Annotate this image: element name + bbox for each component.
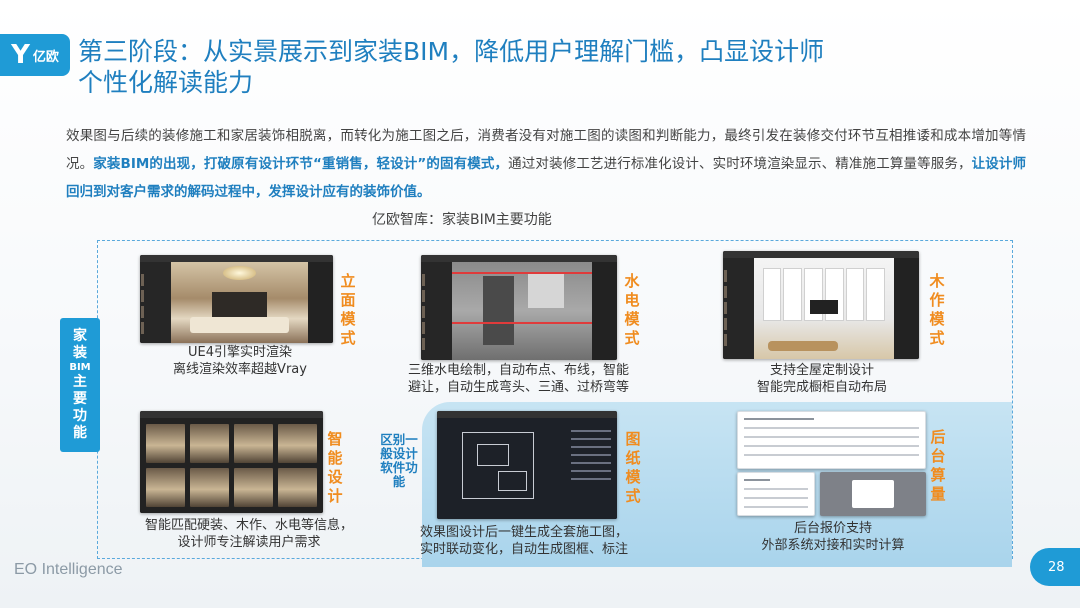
side-label-char: 主 xyxy=(73,374,87,390)
distinction-label: 区别一般设计软件功能 xyxy=(380,432,418,489)
plumbing-mode-screenshot xyxy=(421,255,617,360)
intro-part-1: 效果图与后续的装修施工和家居装饰相脱离，而转化为施工图之后，消费者没有对施工图的… xyxy=(66,128,1026,172)
desc-line: 支持全屋定制设计 xyxy=(769,363,874,378)
intro-part-3: 通过对装修工艺进行标准化设计、实时环境渲染显示、精准施工算量等服务， xyxy=(508,156,972,172)
woodwork-mode-desc: 支持全屋定制设计 智能完成橱柜自动布局 xyxy=(734,362,910,396)
elevation-mode-screenshot xyxy=(140,255,333,343)
side-label-char: 装 xyxy=(73,345,87,361)
intro-paragraph: 效果图与后续的装修施工和家居装饰相脱离，而转化为施工图之后，消费者没有对施工图的… xyxy=(66,122,1026,206)
plumbing-mode-label: 水电模式 xyxy=(624,272,640,347)
elevation-mode-label: 立面模式 xyxy=(340,272,356,347)
desc-line: 后台报价支持 xyxy=(793,521,872,536)
woodwork-mode-screenshot xyxy=(723,251,919,359)
backend-calc-label: 后台算量 xyxy=(930,428,946,503)
drawing-mode-desc: 效果图设计后一键生成全套施工图， 实时联动变化，自动生成图框、标注 xyxy=(420,524,668,558)
plumbing-mode-desc: 三维水电绘制，自动布点、布线，智能 避让，自动生成弯头、三通、过桥弯等 xyxy=(408,362,684,396)
desc-line: 设计师专注解读用户需求 xyxy=(177,535,321,550)
desc-line: 智能匹配硬装、木作、水电等信息， xyxy=(144,518,353,533)
drawing-mode-screenshot xyxy=(437,411,617,519)
desc-line: 避让，自动生成弯头、三通、过桥弯等 xyxy=(408,380,630,395)
footer-brand: EO Intelligence xyxy=(14,561,123,578)
intro-highlight-2: 让设计师回归到对客户需求的解码过程中，发挥设计应有的装饰价值。 xyxy=(66,156,1027,200)
desc-line: 外部系统对接和实时计算 xyxy=(761,538,905,553)
side-label-char: 功 xyxy=(73,408,87,424)
smart-design-desc: 智能匹配硬装、木作、水电等信息， 设计师专注解读用户需求 xyxy=(118,517,380,551)
logo-text: 亿欧 xyxy=(32,49,59,65)
side-label: 家 装 BIM 主 要 功 能 xyxy=(60,318,100,452)
brand-logo: Y 亿欧 xyxy=(0,34,70,76)
desc-line: 三维水电绘制，自动布点、布线，智能 xyxy=(408,363,630,378)
diagram-caption: 亿欧智库：家装BIM主要功能 xyxy=(372,212,552,228)
logo-y-icon: Y xyxy=(11,40,30,70)
side-label-char: 要 xyxy=(73,391,87,407)
side-label-bim: BIM xyxy=(69,362,91,373)
elevation-mode-desc: UE4引擎实时渲染 离线渲染效率超越Vray xyxy=(140,344,340,378)
desc-line: 智能完成橱柜自动布局 xyxy=(756,380,887,395)
intro-highlight-1: 家装BIM的出现，打破原有设计环节“重销售，轻设计”的固有模式， xyxy=(93,156,509,172)
drawing-mode-label: 图纸模式 xyxy=(625,430,641,505)
desc-line: 实时联动变化，自动生成图框、标注 xyxy=(420,542,629,557)
side-label-char: 能 xyxy=(73,425,87,441)
page-number: 28 xyxy=(1030,548,1080,586)
smart-design-screenshot xyxy=(140,411,323,513)
backend-list-screenshot xyxy=(737,472,815,516)
smart-design-label: 智能设计 xyxy=(327,430,343,505)
page-number-text: 28 xyxy=(1048,559,1065,575)
desc-line: 效果图设计后一键生成全套施工图， xyxy=(420,525,629,540)
woodwork-mode-label: 木作模式 xyxy=(929,272,945,347)
page-title: 第三阶段：从实景展示到家装BIM，降低用户理解门槛，凸显设计师个性化解读能力 xyxy=(78,37,825,97)
desc-line: 离线渲染效率超越Vray xyxy=(173,362,307,377)
side-label-char: 家 xyxy=(73,328,87,344)
desc-line: UE4引擎实时渲染 xyxy=(187,345,292,360)
backend-dialog-screenshot xyxy=(820,472,926,516)
backend-calc-desc: 后台报价支持 外部系统对接和实时计算 xyxy=(748,520,918,554)
backend-quote-screenshot xyxy=(737,411,926,469)
